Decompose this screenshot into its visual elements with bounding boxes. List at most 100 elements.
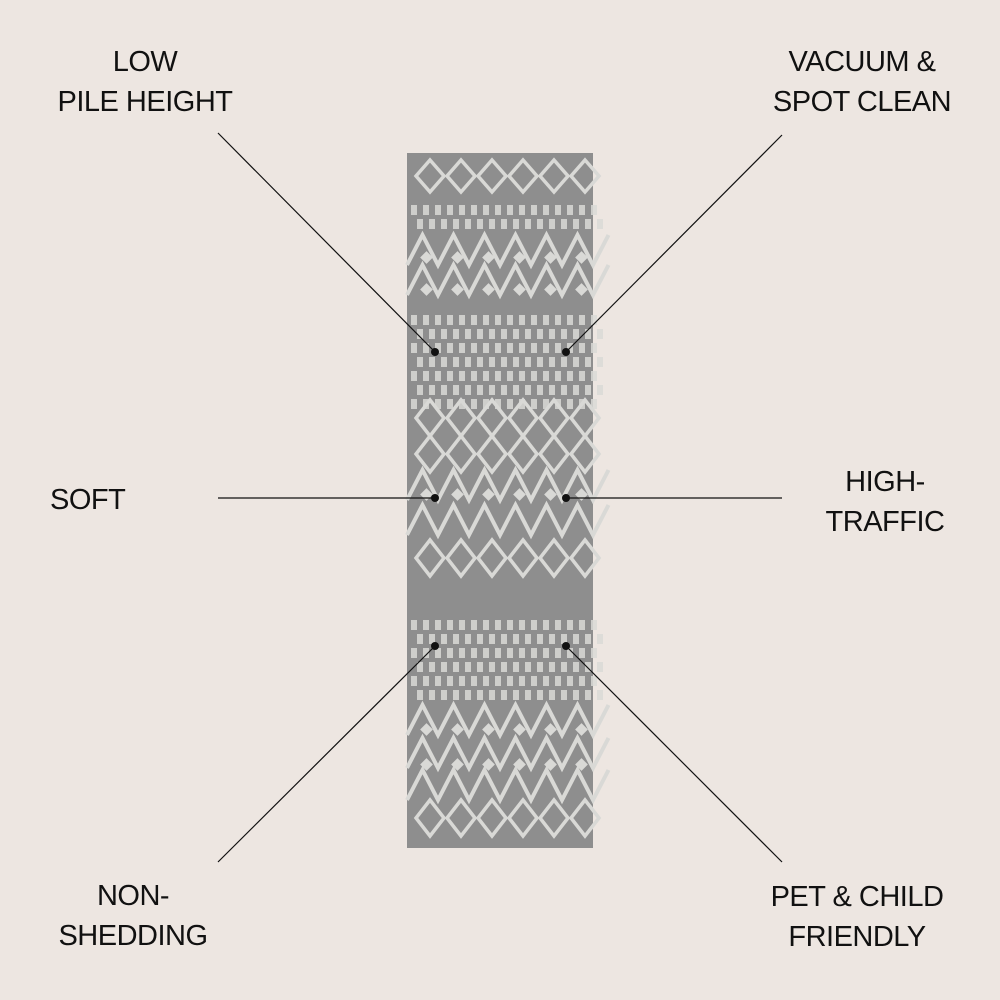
rug-pattern-mark [549, 357, 555, 367]
rug-pattern-mark [482, 283, 495, 296]
rug-pattern-mark [471, 205, 477, 215]
rug-pattern-mark [411, 315, 417, 325]
rug-pattern-mark [549, 219, 555, 229]
feature-text: NON- [96, 880, 170, 912]
rug-pattern-mark [568, 797, 602, 839]
rug-pattern-mark [561, 219, 567, 229]
rug-pattern-mark [435, 399, 441, 409]
rug-pattern-mark [543, 371, 549, 381]
rug-pattern-mark [531, 205, 537, 215]
rug-pattern-mark [420, 283, 433, 296]
callout-line-non-shedding [217, 645, 436, 863]
rug-pattern-mark [405, 733, 611, 773]
rug-pattern-mark [561, 634, 567, 644]
rug-pattern-mark [477, 634, 483, 644]
rug-pattern-mark [513, 329, 519, 339]
rug-pattern-mark [451, 488, 464, 501]
rug-pattern-mark [423, 676, 429, 686]
rug-pattern-mark [501, 219, 507, 229]
rug-pattern-mark [471, 315, 477, 325]
rug-pattern-mark [423, 343, 429, 353]
rug-pattern-mark [567, 205, 573, 215]
rug-pattern-mark [477, 219, 483, 229]
rug-pattern-mark [531, 676, 537, 686]
rug-pattern-mark [475, 157, 509, 195]
rug-pattern-mark [579, 343, 585, 353]
rug-pattern-mark [506, 537, 540, 579]
rug-pattern-mark [465, 329, 471, 339]
rug-pattern-mark [519, 315, 525, 325]
feature-soft: SOFT [50, 480, 126, 520]
rug-pattern-mark [561, 329, 567, 339]
rug-pattern-mark [531, 371, 537, 381]
rug-pattern-mark [483, 343, 489, 353]
rug-pattern-mark [501, 634, 507, 644]
rug-pattern-mark [506, 433, 540, 475]
rug-pattern-mark [423, 371, 429, 381]
rug-pattern-mark [573, 690, 579, 700]
rug-pattern-mark [597, 219, 603, 229]
rug-pattern-mark [423, 620, 429, 630]
callout-dot [431, 642, 439, 650]
rug-pattern-mark [573, 634, 579, 644]
rug-pattern-mark [420, 251, 433, 264]
rug-pattern-mark [413, 433, 447, 475]
rug-pattern-mark [451, 251, 464, 264]
rug-pattern-mark [543, 399, 549, 409]
rug-pattern-mark [537, 433, 571, 475]
rug-pattern-mark [555, 205, 561, 215]
rug-pattern-mark [579, 205, 585, 215]
rug-pattern-mark [495, 676, 501, 686]
rug-pattern-mark [507, 205, 513, 215]
rug-pattern-mark [567, 648, 573, 658]
rug-pattern-mark [495, 371, 501, 381]
rug-pattern-mark [555, 343, 561, 353]
rug-pattern-mark [405, 230, 611, 270]
rug-pattern-mark [501, 385, 507, 395]
rug-pattern-mark [453, 690, 459, 700]
rug-pattern-mark [537, 690, 543, 700]
rug-pattern-mark [507, 399, 513, 409]
rug-pattern-mark [561, 385, 567, 395]
rug-pattern-mark [507, 315, 513, 325]
rug-pattern-mark [567, 371, 573, 381]
rug-pattern-mark [513, 385, 519, 395]
rug-pattern-mark [549, 634, 555, 644]
rug-pattern-mark [429, 219, 435, 229]
rug-pattern-mark [475, 797, 509, 839]
rug-pattern-mark [561, 690, 567, 700]
rug-pattern-mark [405, 260, 611, 300]
rug-pattern-mark [513, 357, 519, 367]
rug-pattern-mark [441, 357, 447, 367]
rug-pattern-mark [482, 251, 495, 264]
rug-pattern-mark [417, 385, 423, 395]
rug-pattern-mark [435, 315, 441, 325]
rug-pattern-mark [591, 371, 597, 381]
callout-dot [431, 348, 439, 356]
rug-pattern-mark [429, 329, 435, 339]
rug-pattern-mark [459, 648, 465, 658]
rug-pattern-mark [597, 385, 603, 395]
rug-pattern-mark [573, 357, 579, 367]
rug-pattern-mark [435, 205, 441, 215]
rug-pattern-mark [489, 219, 495, 229]
rug-pattern-mark [477, 329, 483, 339]
rug-pattern-mark [585, 662, 591, 672]
rug-pattern-mark [459, 343, 465, 353]
rug-pattern-mark [483, 205, 489, 215]
feature-text: FRIENDLY [788, 921, 926, 953]
rug-pattern-mark [417, 662, 423, 672]
rug-pattern-mark [561, 662, 567, 672]
rug-pattern-mark [495, 205, 501, 215]
rug-pattern-mark [519, 343, 525, 353]
rug-pattern-mark [447, 648, 453, 658]
rug-pattern-mark [483, 315, 489, 325]
rug-pattern-mark [417, 690, 423, 700]
rug-pattern-mark [483, 648, 489, 658]
rug-pattern-mark [525, 662, 531, 672]
rug-pattern-mark [591, 205, 597, 215]
rug-pattern-mark [519, 205, 525, 215]
rug-pattern-mark [597, 634, 603, 644]
rug-pattern-mark [591, 648, 597, 658]
rug-pattern-mark [405, 765, 611, 805]
